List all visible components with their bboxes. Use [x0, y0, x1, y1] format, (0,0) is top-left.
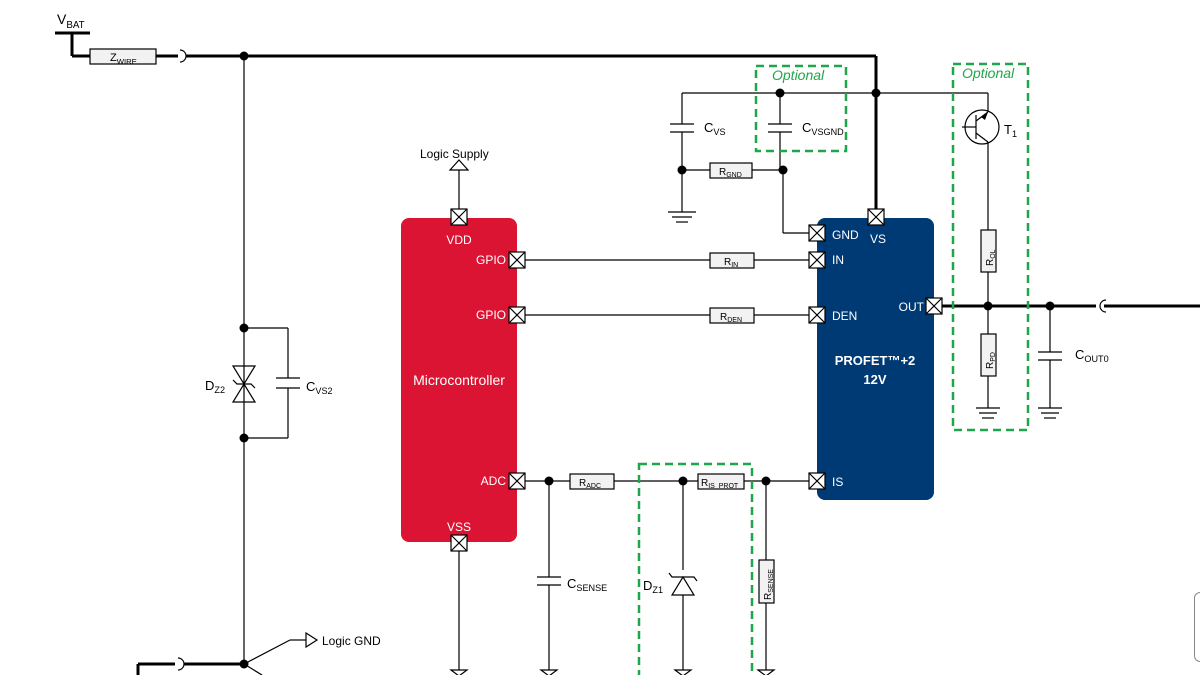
dz2-label: DZ2	[205, 378, 225, 395]
logic-gnd-label: Logic GND	[322, 634, 381, 648]
side-panel-edge[interactable]	[1194, 592, 1200, 662]
cvsgnd-label: CVSGND	[802, 120, 844, 137]
dz1-zener-diode	[668, 572, 698, 596]
cvs-label: CVS	[704, 120, 726, 137]
profet-pin-vs-connector	[867, 208, 885, 226]
rsense-resistor	[758, 559, 775, 604]
mcu-pin-gpio-in-label: GPIO	[476, 253, 506, 267]
rpd-resistor	[980, 333, 997, 377]
rol-label: ROL	[985, 249, 997, 266]
t1-label: T1	[1004, 122, 1017, 139]
radc-resistor	[569, 473, 615, 490]
ground-symbol	[668, 211, 696, 223]
cvsgnd-capacitor	[768, 123, 792, 133]
cout-label: COUT0	[1075, 347, 1109, 364]
cout-capacitor	[1038, 351, 1062, 361]
mcu-pin-vdd-label: VDD	[446, 233, 472, 247]
rgnd-resistor	[709, 162, 753, 179]
zwire-resistor	[89, 48, 157, 65]
pin-connectors	[450, 208, 943, 552]
dz2-bidirectional-zener	[231, 365, 257, 403]
junction-dots	[239, 51, 1055, 669]
wires	[55, 31, 1200, 675]
logic-supply-arrow	[448, 159, 470, 171]
profet-block	[817, 218, 934, 500]
optional-label: Optional	[962, 65, 1015, 81]
profet-pin-out-label: OUT	[899, 300, 925, 314]
rden-resistor	[709, 307, 755, 324]
profet-pin-den-connector	[808, 306, 826, 324]
logic-gnd-arrow	[305, 631, 319, 649]
risprot-label: RIS_PROT	[701, 478, 739, 490]
ground-arrow	[449, 669, 469, 675]
logic-supply-label: Logic Supply	[420, 147, 489, 161]
ground-arrow	[756, 669, 776, 675]
mcu-pin-adc-label: ADC	[481, 474, 507, 488]
profet-pin-in-connector	[808, 251, 826, 269]
csense-capacitor	[537, 576, 561, 586]
mcu-pin-gpio-in-connector	[508, 251, 526, 269]
t1-transistor	[962, 109, 1000, 145]
vbat-label: VBAT	[57, 11, 85, 31]
profet-pin-is-connector	[808, 472, 826, 490]
cvs-capacitor	[670, 123, 694, 133]
rgnd-label: RGND	[719, 167, 742, 179]
rden-label: RDEN	[720, 312, 742, 324]
profet-pin-den-label: DEN	[832, 309, 857, 323]
mcu-pin-vdd-connector	[450, 208, 468, 226]
profet-pin-gnd-label: GND	[832, 228, 859, 242]
dz1-label: DZ1	[643, 578, 663, 595]
mcu-pin-gpio-den-connector	[508, 306, 526, 324]
rin-resistor	[709, 252, 755, 269]
rin-label: RIN	[724, 257, 738, 269]
profet-voltage: 12V	[863, 372, 886, 387]
ground-symbol	[1038, 407, 1062, 419]
ground-symbol	[976, 407, 1000, 419]
ground-arrow	[673, 669, 693, 675]
profet-name: PROFET™+2	[835, 353, 916, 368]
cvs2-label: CVS2	[306, 379, 333, 396]
rpd-label: RPD	[985, 352, 997, 369]
ground-arrow	[539, 669, 559, 675]
mcu-pin-vss-connector	[450, 534, 468, 552]
risprot-resistor	[697, 473, 745, 490]
optional-dz1-box	[637, 462, 754, 675]
profet-pin-is-label: IS	[832, 475, 843, 489]
zwire-label: ZWIRE	[110, 52, 137, 66]
profet-pin-gnd-connector	[808, 224, 826, 242]
microcontroller-label: Microcontroller	[413, 372, 505, 388]
optional-cvsgnd-box	[754, 64, 848, 153]
microcontroller-block	[401, 218, 517, 542]
optional-label: Optional	[772, 67, 825, 83]
mcu-pin-adc-connector	[508, 472, 526, 490]
radc-label: RADC	[579, 478, 601, 490]
rol-resistor	[980, 229, 997, 273]
csense-label: CSENSE	[567, 576, 607, 593]
profet-pin-vs-label: VS	[870, 232, 886, 246]
mcu-pin-gpio-den-label: GPIO	[476, 308, 506, 322]
profet-pin-in-label: IN	[832, 253, 844, 267]
cvs2-capacitor	[276, 377, 300, 389]
rsense-label: RSENSE	[763, 569, 775, 600]
profet-pin-out-connector	[925, 297, 943, 315]
mcu-pin-vss-label: VSS	[447, 520, 471, 534]
